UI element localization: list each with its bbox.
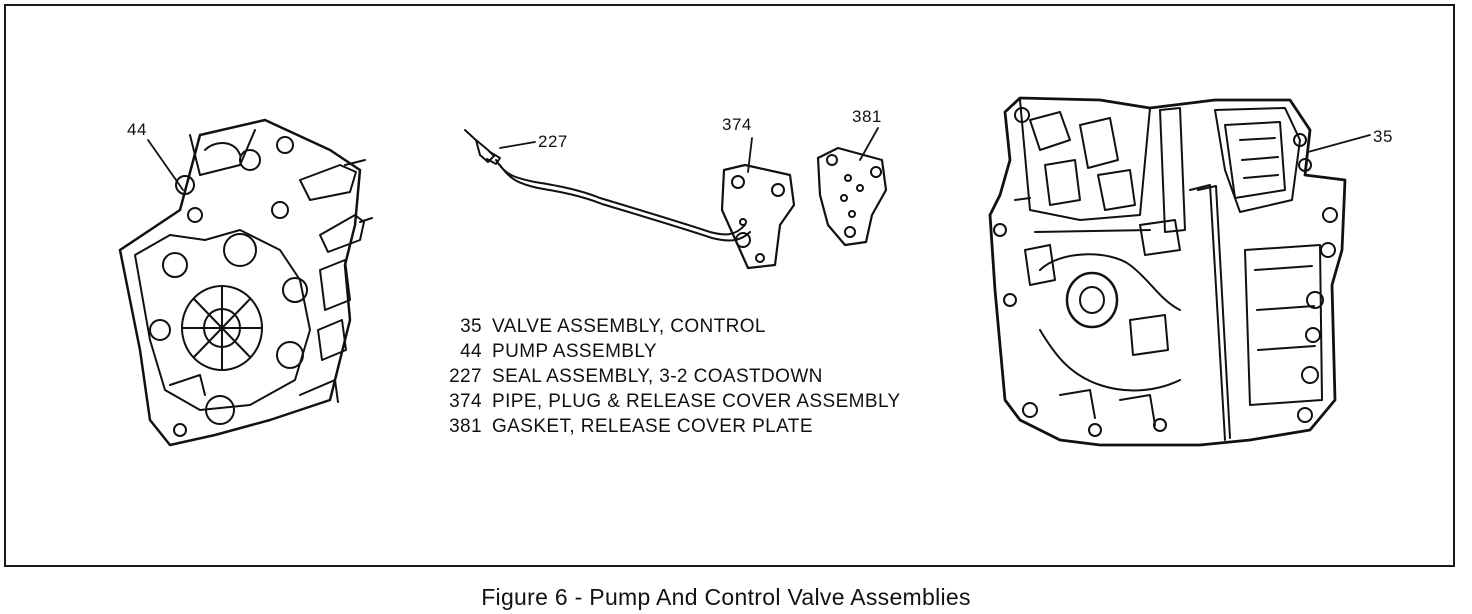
legend-number: 227 (449, 366, 482, 387)
legend-description: GASKET, RELEASE COVER PLATE (492, 416, 813, 437)
gasket-drawing (816, 146, 888, 247)
legend-row: 35 VALVE ASSEMBLY, CONTROL (430, 314, 901, 339)
legend-row: 381 GASKET, RELEASE COVER PLATE (430, 414, 901, 439)
legend-description: PIPE, PLUG & RELEASE COVER ASSEMBLY (492, 391, 901, 412)
legend-row: 227 SEAL ASSEMBLY, 3-2 COASTDOWN (430, 364, 901, 389)
parts-legend: 35 VALVE ASSEMBLY, CONTROL 44 PUMP ASSEM… (430, 314, 901, 439)
legend-number: 381 (449, 416, 482, 437)
callout-35: 35 (1373, 127, 1393, 146)
legend-number: 44 (460, 341, 482, 362)
leader-lines (147, 127, 1371, 191)
callout-374: 374 (722, 115, 752, 134)
callout-44: 44 (127, 120, 147, 139)
legend-row: 44 PUMP ASSEMBLY (430, 339, 901, 364)
legend-description: PUMP ASSEMBLY (492, 341, 658, 362)
figure-caption: Figure 6 - Pump And Control Valve Assemb… (481, 584, 971, 610)
legend-number: 374 (449, 391, 482, 412)
callout-381: 381 (852, 107, 882, 126)
control-valve-assembly-drawing (988, 96, 1347, 447)
pump-assembly-drawing (118, 118, 373, 447)
figure-frame (4, 4, 1455, 567)
legend-number: 35 (460, 316, 482, 337)
legend-description: VALVE ASSEMBLY, CONTROL (492, 316, 766, 337)
legend-description: SEAL ASSEMBLY, 3-2 COASTDOWN (492, 366, 823, 387)
callout-227: 227 (538, 132, 568, 151)
seal-and-pipe-drawing (464, 129, 796, 270)
legend-row: 374 PIPE, PLUG & RELEASE COVER ASSEMBLY (430, 389, 901, 414)
